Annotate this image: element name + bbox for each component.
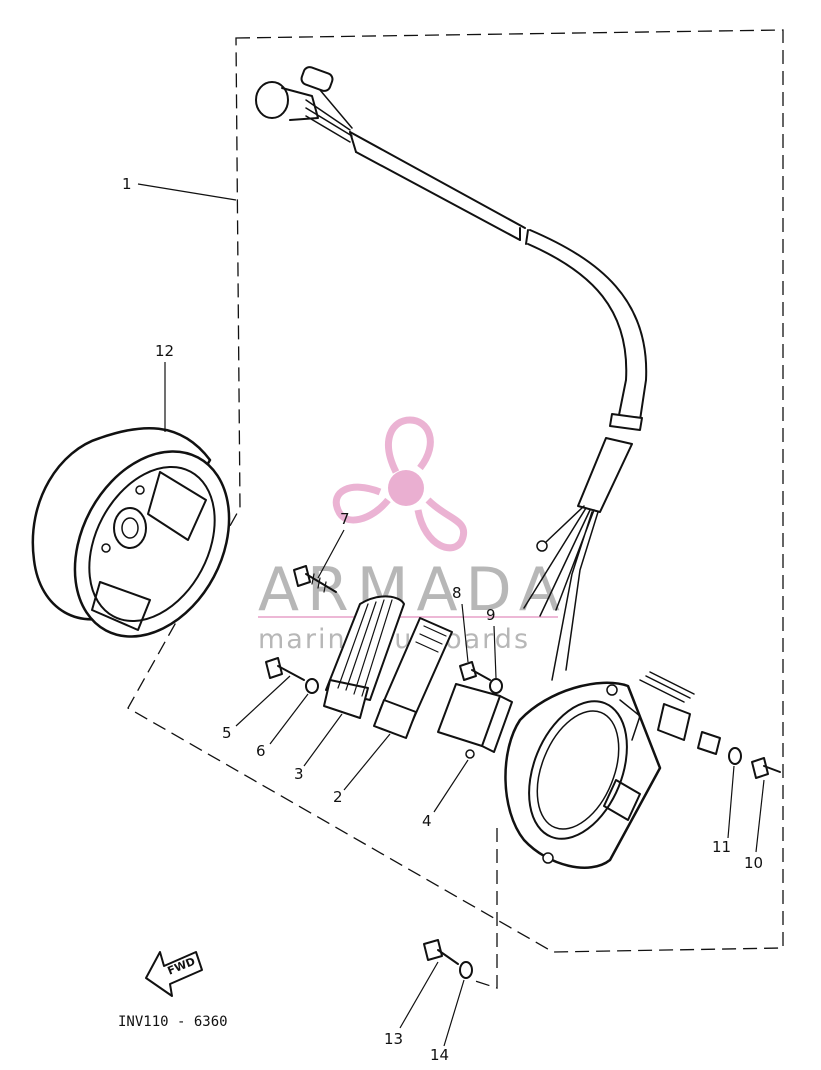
part-4-bracket (437, 683, 513, 759)
part-2-pulser-coil (373, 617, 453, 739)
propeller-hub-icon (388, 470, 424, 506)
leader-1 (137, 183, 237, 201)
part-5-screw (265, 657, 305, 681)
propeller-icon (332, 416, 468, 552)
part-6-washer (305, 678, 319, 694)
callout-4: 4 (422, 812, 432, 830)
leader-10 (755, 779, 765, 853)
callout-14: 14 (430, 1046, 449, 1064)
part-10-screw (751, 757, 781, 779)
fwd-direction-arrow-icon: FWD (145, 951, 203, 997)
assembly-group-outline (127, 29, 784, 953)
leader-3 (303, 713, 343, 767)
callout-7: 7 (340, 510, 350, 528)
small-clip-part (639, 671, 721, 755)
leader-13 (399, 961, 439, 1029)
leader-8 (461, 603, 469, 663)
callout-2: 2 (333, 788, 343, 806)
watermark-brand: ARMADA (258, 555, 568, 625)
part-1-wire-harness (255, 66, 648, 681)
callout-10: 10 (744, 854, 763, 872)
part-13-bolt (423, 939, 459, 965)
callout-8: 8 (452, 584, 462, 602)
callout-1: 1 (122, 175, 132, 193)
leader-2 (343, 733, 391, 791)
part-12-flywheel (31, 426, 231, 638)
leader-7 (317, 529, 345, 579)
part-8-screw (459, 661, 491, 681)
leader-6 (269, 693, 309, 745)
armada-logo-watermark: ARMADA marine outboards (258, 416, 568, 655)
part-3-charge-coil (323, 595, 405, 719)
callout-11: 11 (712, 838, 731, 856)
part-9-washer (489, 678, 503, 694)
part-11-washer (728, 747, 742, 765)
watermark-underline (258, 616, 558, 618)
leader-4 (433, 759, 469, 813)
callout-12: 12 (155, 342, 174, 360)
drawing-code: INV110 - 6360 (118, 1014, 228, 1030)
stator-base-plate (504, 681, 662, 869)
fastener-group-outline (471, 828, 498, 989)
callout-3: 3 (294, 765, 304, 783)
leader-9 (493, 625, 497, 679)
callout-5: 5 (222, 724, 232, 742)
callout-6: 6 (256, 742, 266, 760)
leader-11 (727, 765, 735, 839)
leader-14 (443, 979, 465, 1047)
leader-5 (235, 675, 291, 727)
callout-9: 9 (486, 606, 496, 624)
callout-13: 13 (384, 1030, 403, 1048)
part-7-screw (293, 565, 337, 593)
part-14-washer (459, 961, 473, 979)
